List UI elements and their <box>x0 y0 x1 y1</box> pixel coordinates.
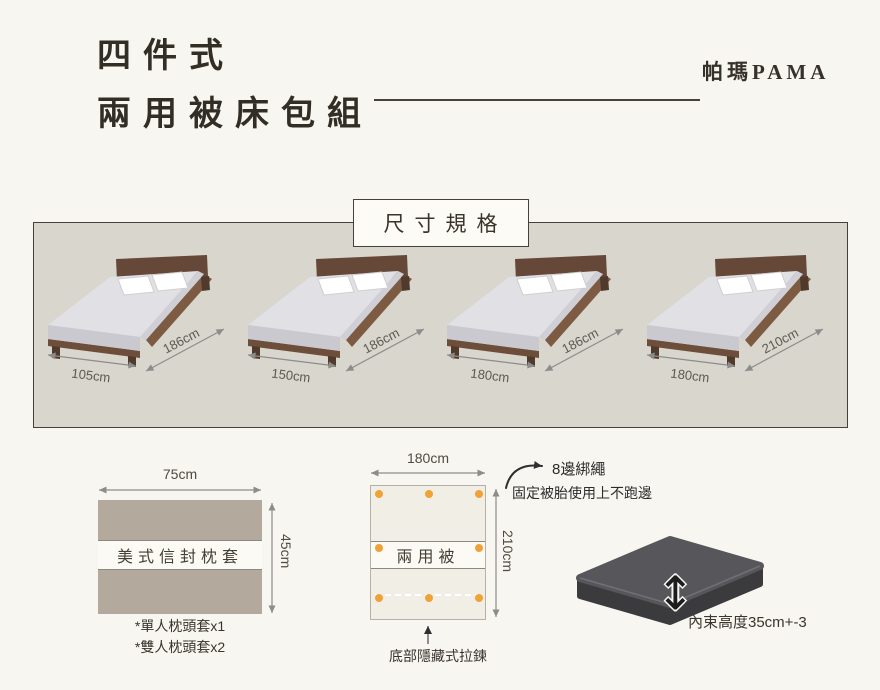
bed-width-dim-label: 150cm <box>270 366 311 386</box>
tie-dot <box>475 490 483 498</box>
bed-illustration-double: 150cm 186cm <box>247 255 424 386</box>
tie-dot <box>375 490 383 498</box>
quilt-height-label: 210cm <box>500 530 516 573</box>
pillow-diagram: 美式信封枕套 <box>98 500 262 614</box>
bed-width-dim-line <box>47 352 137 369</box>
quilt-width-label: 180cm <box>406 450 450 466</box>
height-double-arrow-icon: ↕ <box>656 566 695 620</box>
fitted-height-note: 內束高度35cm+-3 <box>688 614 807 631</box>
quilt-height-dim-line <box>492 489 500 617</box>
brand-logo-text: 帕瑪PAMA <box>702 60 830 84</box>
tie-dot <box>475 544 483 552</box>
size-spec-panel: 尺寸規格 105cm 186cm <box>33 199 848 428</box>
bed-length-dim-line <box>744 328 824 372</box>
pillow-height-dim-line <box>268 503 276 613</box>
bed-illustration-queen: 180cm 186cm <box>447 255 624 386</box>
bed-width-dim-label: 180cm <box>470 366 511 386</box>
page-title: 四件式 兩用被床包組 <box>97 28 373 145</box>
bed-illustration-king: 180cm 210cm <box>646 255 824 386</box>
pillow-note-single: *單人枕頭套x1 <box>134 618 226 634</box>
quilt-label-band: 兩用被 <box>371 541 485 569</box>
bed-width-dim-line <box>247 352 336 369</box>
tie-dot <box>425 594 433 602</box>
tie-dot <box>375 594 383 602</box>
quilt-diagram: 兩用被 <box>370 485 486 620</box>
pillow-label-band: 美式信封枕套 <box>98 540 262 570</box>
tie-dot <box>425 490 433 498</box>
bed-length-dim-line <box>545 328 624 372</box>
bed-width-dim-line <box>646 352 736 369</box>
bed-width-dim-line <box>447 352 536 369</box>
bed-length-dim-line <box>345 328 424 372</box>
quilt-width-dim-line <box>371 469 485 477</box>
bed-length-dim-line <box>145 328 225 372</box>
pillow-notes: *單人枕頭套x1 *雙人枕頭套x2 <box>90 616 270 658</box>
title-line-1: 四件式 <box>97 38 235 75</box>
pillow-note-double: *雙人枕頭套x2 <box>134 639 226 655</box>
tie-curve-arrow-icon <box>505 460 543 489</box>
pillow-height-label: 45cm <box>278 534 294 569</box>
tie-desc: 固定被胎使用上不跑邊 <box>512 485 652 501</box>
pillow-width-label: 75cm <box>162 466 198 482</box>
zipper-note: 底部隱藏式拉鍊 <box>389 648 487 664</box>
tie-dot <box>475 594 483 602</box>
bed-width-dim-label: 105cm <box>71 366 112 386</box>
fitted-sheet-illustration <box>576 536 764 625</box>
bed-illustration-single: 105cm 186cm <box>47 255 225 386</box>
bed-width-dim-label: 180cm <box>670 366 711 386</box>
title-line-2: 兩用被床包組 <box>97 96 373 134</box>
header-divider-line <box>374 99 700 101</box>
zipper-pointer-line <box>424 626 432 644</box>
pillow-width-dim-line <box>99 486 261 494</box>
beds-row: 105cm 186cm 150cm 186cm <box>46 247 835 387</box>
tie-dot <box>375 544 383 552</box>
tie-title: 8邊綁繩 <box>552 461 606 478</box>
size-spec-title: 尺寸規格 <box>352 199 529 247</box>
